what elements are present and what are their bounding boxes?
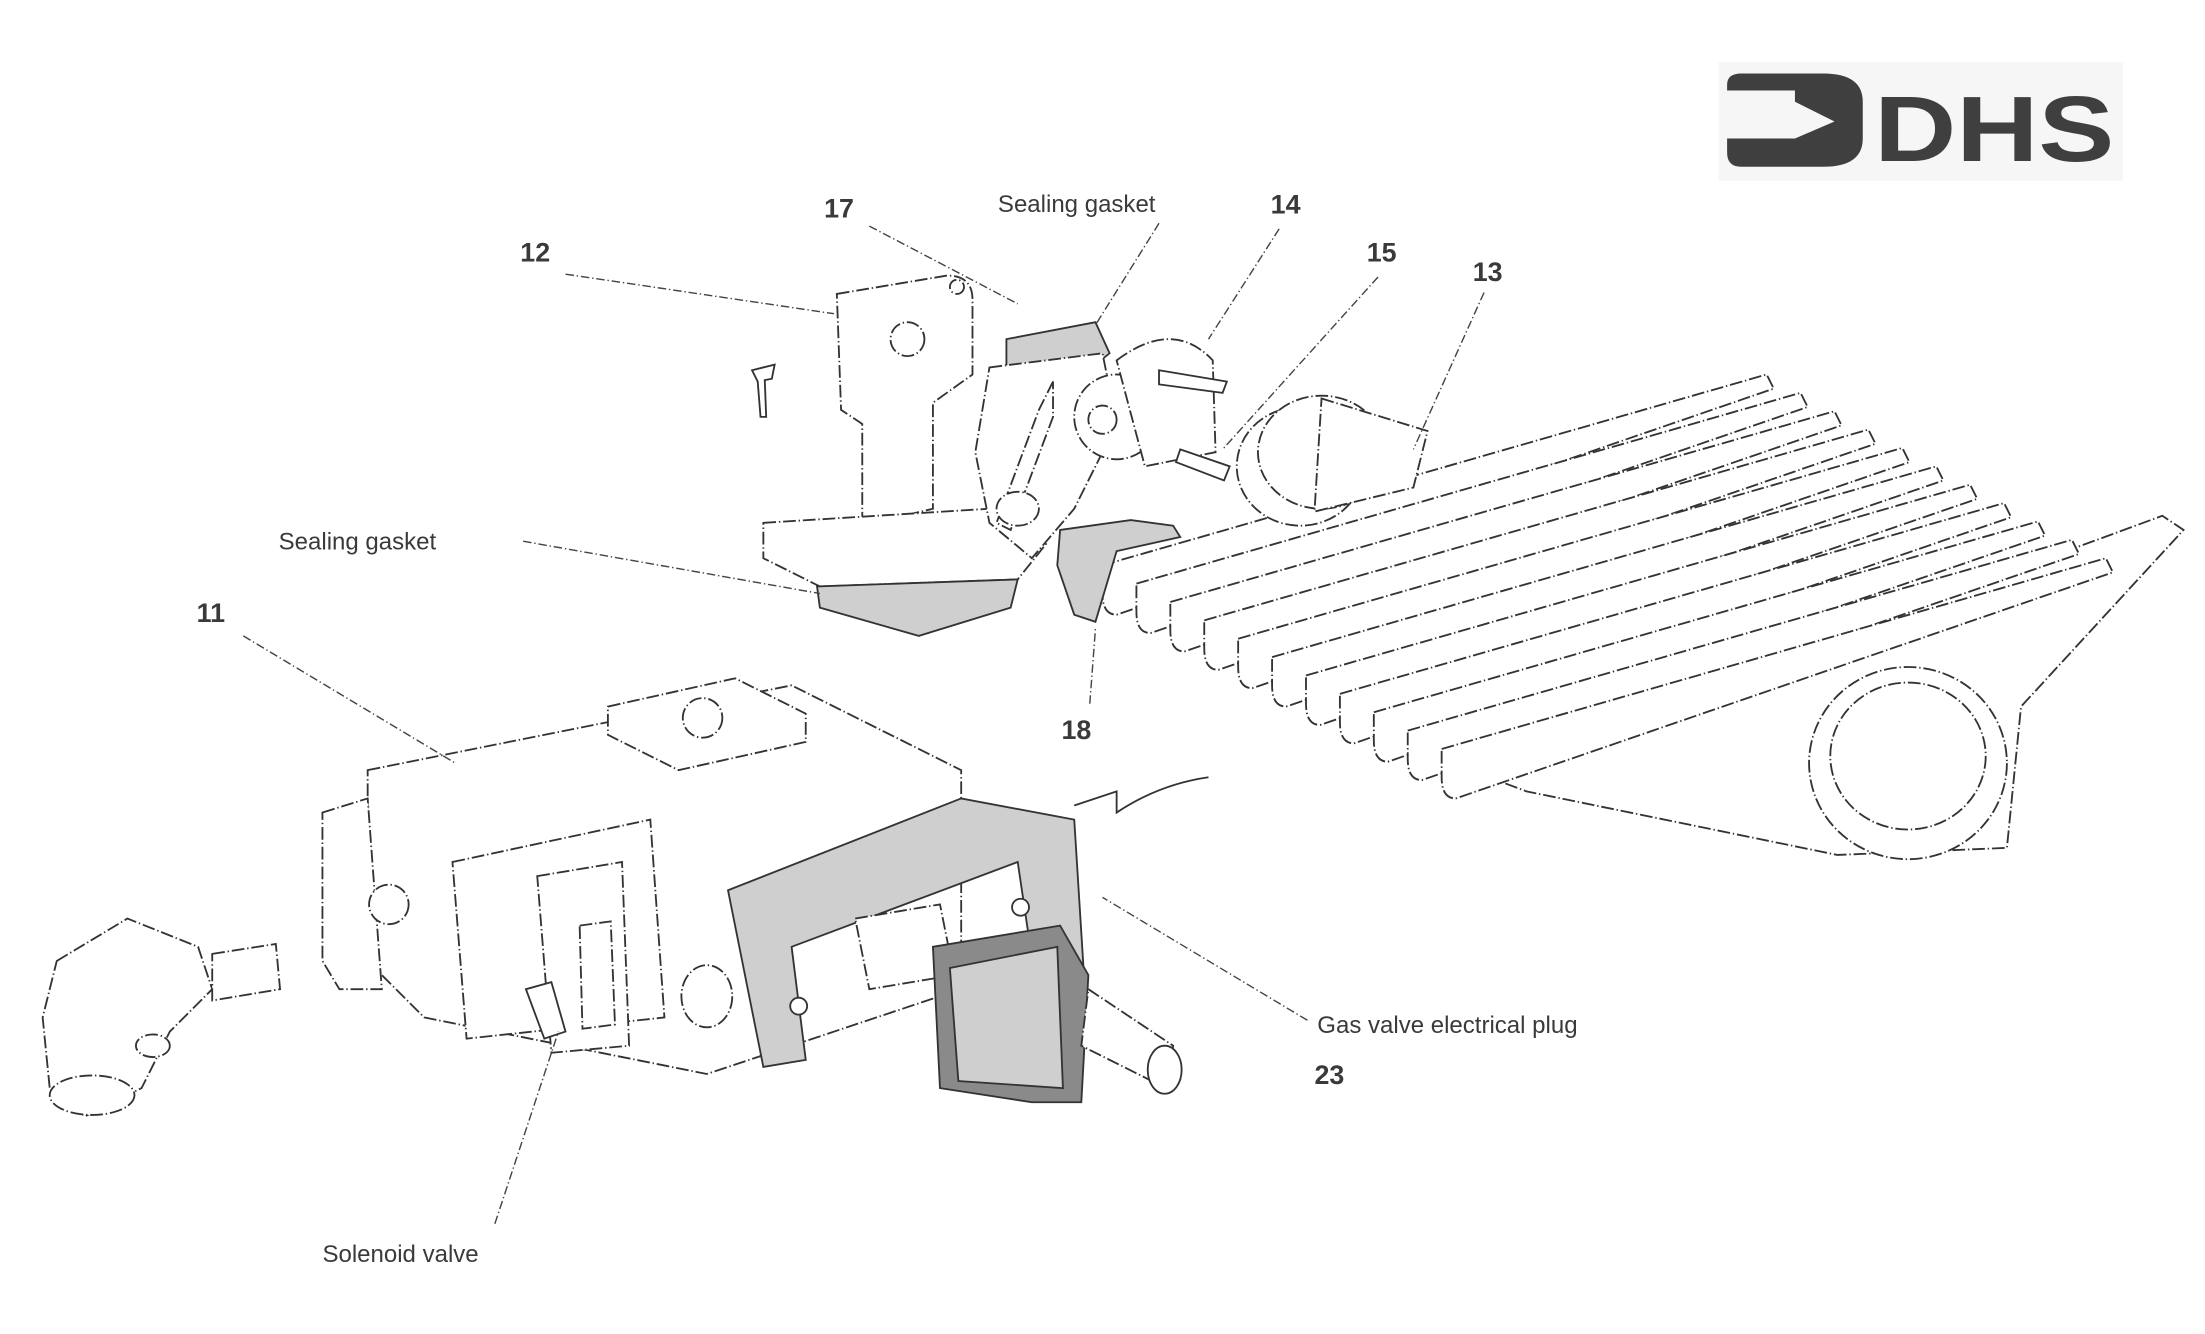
gas-valve (321, 677, 1209, 1075)
label-part-14: 14 (1271, 189, 1301, 219)
dhs-logo: DHS (1718, 62, 2123, 181)
label-solenoid-valve: Solenoid valve (322, 1241, 478, 1268)
label-part-18: 18 (1062, 715, 1092, 745)
inlet-fitting (41, 917, 282, 1118)
label-part-12: 12 (520, 237, 550, 267)
label-part-17: 17 (824, 194, 854, 224)
label-gas-valve-electrical-plug: Gas valve electrical plug (1317, 1012, 1577, 1039)
label-part-13: 13 (1473, 257, 1503, 287)
electrical-plug (854, 903, 1183, 1104)
label-sealing-gasket-left: Sealing gasket (279, 529, 437, 556)
logo-text: DHS (1874, 77, 2114, 181)
burner-assembly (1101, 373, 2185, 861)
label-sealing-gasket-top: Sealing gasket (998, 191, 1156, 218)
leader-lines (242, 222, 1485, 1224)
label-part-11: 11 (197, 598, 225, 628)
pilot-bracket (750, 274, 1048, 637)
label-part-15: 15 (1367, 237, 1397, 267)
burner-rail (1440, 557, 2115, 800)
label-part-23: 23 (1314, 1060, 1344, 1090)
pilot-assembly (974, 321, 1231, 623)
